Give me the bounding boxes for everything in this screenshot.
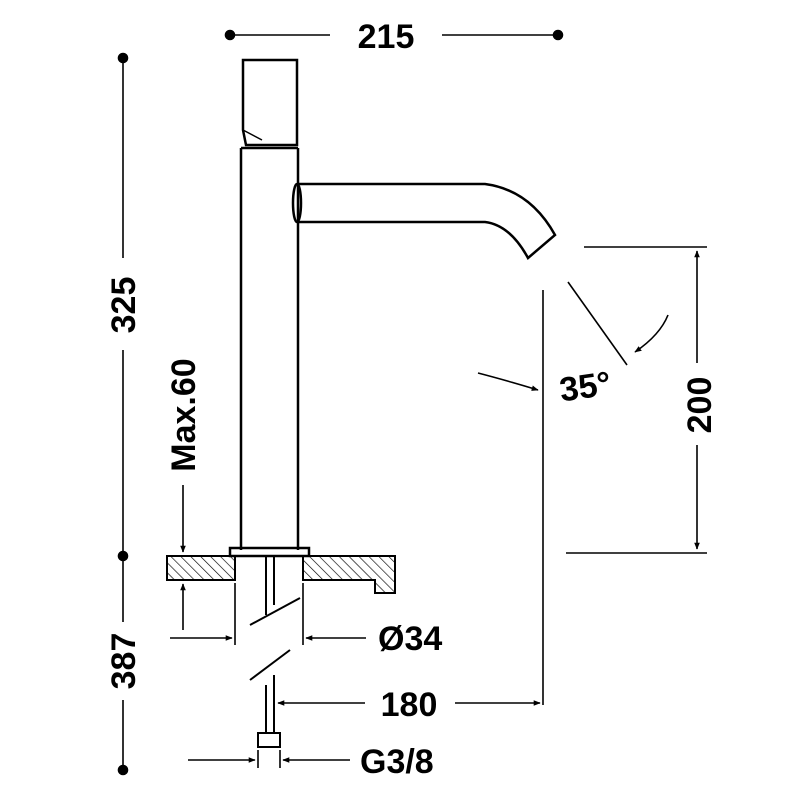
dim-total-width: 215 (358, 18, 415, 56)
faucet-outline (228, 58, 557, 558)
dim-height-above-deck: 325 (105, 277, 143, 334)
countertop-section (166, 555, 396, 594)
base-flange (228, 546, 311, 558)
dim-length-below-deck: 387 (105, 633, 143, 690)
supply-hoses (249, 556, 301, 748)
handle-joint (242, 129, 263, 141)
lever-handle (241, 58, 299, 147)
dim-spout-height: 200 (681, 377, 719, 434)
break-line-lower (249, 649, 291, 681)
deck-left (166, 555, 236, 581)
dim-spout-reach: 180 (381, 686, 438, 724)
break-line-upper (249, 597, 301, 626)
faucet-column (239, 146, 300, 550)
faucet-spout (298, 182, 557, 260)
dimension-labels: 215 325 Max.60 200 35° Ø34 180 387 G3/8 (105, 18, 719, 781)
spout-connection (291, 182, 303, 224)
dim-max-deck-thickness: Max.60 (165, 358, 203, 471)
dim-connection-thread: G3/8 (360, 743, 434, 781)
dim-body-diameter: Ø34 (378, 620, 442, 658)
deck-right (302, 555, 396, 594)
dimension-lines (117, 29, 707, 776)
thread-connector (257, 732, 281, 748)
dim-spray-angle: 35° (557, 365, 613, 410)
